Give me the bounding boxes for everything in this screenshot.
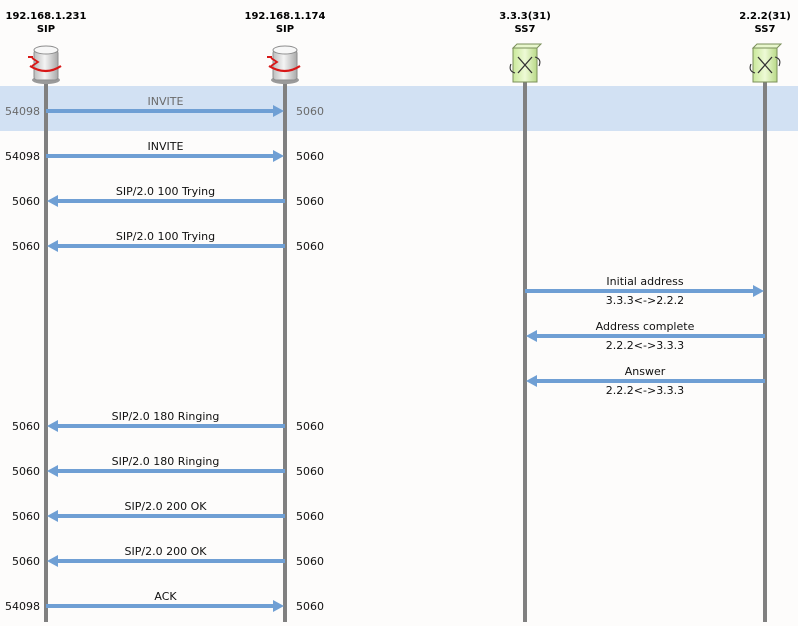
port-left: 54098 [5,150,40,163]
node-address: 192.168.1.231 [5,11,87,22]
node-protocol: SS7 [754,24,776,35]
message-arrow [58,514,285,518]
message-row[interactable]: Address complete 2.2.2<->3.3.3 [526,320,765,352]
node-address: 3.3.3(31) [499,11,551,22]
message-row[interactable]: SIP/2.0 180 Ringing 5060 5060 [12,455,324,478]
port-right: 5060 [296,420,324,433]
arrowhead-icon [47,240,58,252]
message-sublabel: 2.2.2<->3.3.3 [606,339,684,352]
lifeline-3 [523,80,527,622]
node-protocol: SIP [36,24,56,35]
port-right: 5060 [296,465,324,478]
arrowhead-icon [47,465,58,477]
arrowhead-icon [47,420,58,432]
message-arrow [46,604,273,608]
message-row[interactable]: INVITE 54098 5060 [5,140,324,163]
message-label: SIP/2.0 100 Trying [116,230,215,243]
selected-row-highlight [0,86,798,131]
message-row[interactable]: SIP/2.0 100 Trying 5060 5060 [12,230,324,253]
port-right: 5060 [296,240,324,253]
message-arrow [58,244,285,248]
message-label: INVITE [148,140,184,153]
port-left: 5060 [12,240,40,253]
message-label: SIP/2.0 200 OK [125,545,208,558]
arrowhead-icon [273,600,284,612]
message-arrow [537,334,765,338]
message-label: SIP/2.0 180 Ringing [112,455,220,468]
arrowhead-icon [273,105,284,117]
port-left: 5060 [12,420,40,433]
sip-server-icon [28,45,62,84]
arrowhead-icon [47,555,58,567]
message-label: SIP/2.0 180 Ringing [112,410,220,423]
message-row[interactable]: Initial address 3.3.3<->2.2.2 [525,275,764,307]
arrowhead-icon [47,195,58,207]
port-right: 5060 [296,195,324,208]
message-arrow [58,469,285,473]
node-header-4: 2.2.2(31) SS7 [705,10,798,36]
arrowhead-icon [753,285,764,297]
message-row[interactable]: SIP/2.0 200 OK 5060 5060 [12,545,324,568]
message-row[interactable]: SIP/2.0 100 Trying 5060 5060 [12,185,324,208]
port-left: 5060 [12,195,40,208]
port-left: 54098 [5,105,40,118]
port-left: 5060 [12,465,40,478]
port-right: 5060 [296,555,324,568]
port-left: 5060 [12,510,40,523]
message-arrow [58,199,285,203]
arrowhead-icon [526,375,537,387]
message-row[interactable]: Answer 2.2.2<->3.3.3 [526,365,765,397]
message-row[interactable]: INVITE 54098 5060 [5,95,324,118]
node-address: 192.168.1.174 [244,11,326,22]
node-protocol: SS7 [514,24,536,35]
message-label: SIP/2.0 100 Trying [116,185,215,198]
message-arrow [46,154,273,158]
node-protocol: SIP [275,24,295,35]
message-arrow [525,289,753,293]
message-sublabel: 3.3.3<->2.2.2 [606,294,684,307]
port-left: 5060 [12,555,40,568]
ss7-switch-icon [509,43,543,83]
message-arrow [537,379,765,383]
node-header-3: 3.3.3(31) SS7 [465,10,585,36]
arrowhead-icon [273,150,284,162]
port-right: 5060 [296,510,324,523]
port-right: 5060 [296,600,324,613]
node-address: 2.2.2(31) [739,11,791,22]
message-label: INVITE [148,95,184,108]
lifeline-4 [763,80,767,622]
port-right: 5060 [296,105,324,118]
message-label: Answer [625,365,666,378]
sip-server-icon [267,45,301,84]
message-arrow [58,559,285,563]
lifeline-1 [44,80,48,622]
message-sublabel: 2.2.2<->3.3.3 [606,384,684,397]
lifeline-2 [283,80,287,622]
port-left: 54098 [5,600,40,613]
message-arrow [46,109,273,113]
message-row[interactable]: SIP/2.0 180 Ringing 5060 5060 [12,410,324,433]
message-row[interactable]: ACK 54098 5060 [5,590,324,613]
arrowhead-icon [47,510,58,522]
port-right: 5060 [296,150,324,163]
arrowhead-icon [526,330,537,342]
message-arrow [58,424,285,428]
message-row[interactable]: SIP/2.0 200 OK 5060 5060 [12,500,324,523]
message-label: Address complete [596,320,695,333]
ss7-switch-icon [749,43,783,83]
message-label: ACK [154,590,177,603]
message-label: SIP/2.0 200 OK [125,500,208,513]
message-label: Initial address [606,275,683,288]
